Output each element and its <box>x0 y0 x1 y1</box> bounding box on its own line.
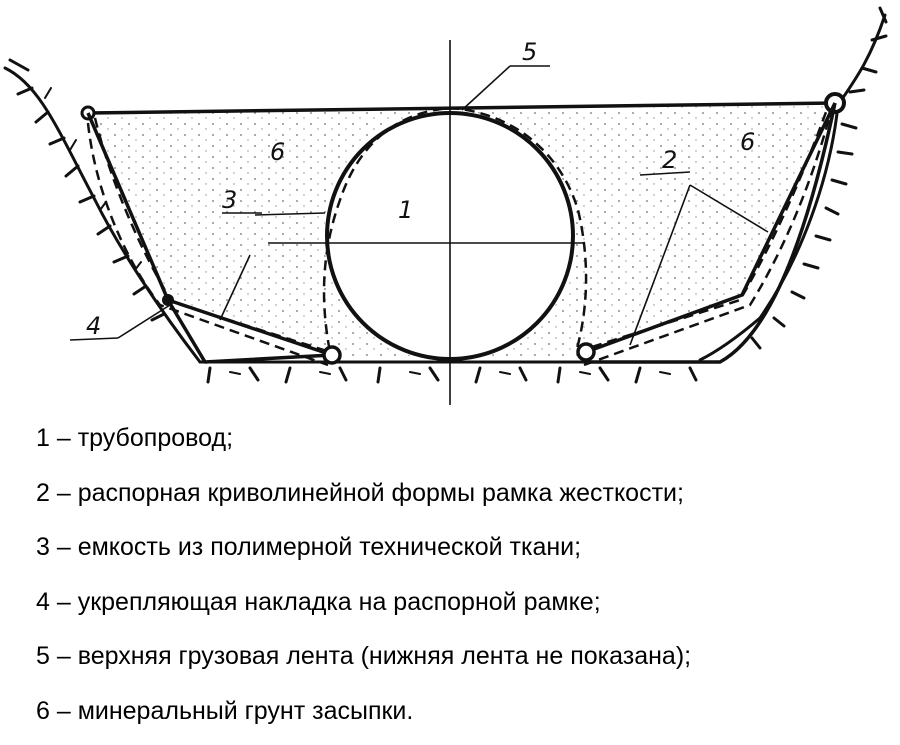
reinforcing-pad <box>162 294 174 306</box>
callout-3: 3 <box>222 186 237 214</box>
legend-item-reinforcing-pad: 4 – укрепляющая накладка на распорной ра… <box>36 582 886 637</box>
trench-bottom <box>200 362 720 382</box>
backfill-soil <box>88 103 835 362</box>
callout-6-right: 6 <box>740 128 755 156</box>
legend-item-load-strap: 5 – верхняя грузовая лента (нижняя лента… <box>36 636 886 691</box>
callout-1: 1 <box>398 196 413 224</box>
callout-2: 2 <box>662 146 677 174</box>
legend: 1 – трубопровод; 2 – распорная криволине… <box>36 418 886 745</box>
legend-item-fabric-container: 3 – емкость из полимерной технической тк… <box>36 527 886 582</box>
callout-6-left: 6 <box>270 138 285 166</box>
legend-item-pipeline: 1 – трубопровод; <box>36 418 886 473</box>
legend-item-backfill-soil: 6 – минеральный грунт засыпки. <box>36 691 886 745</box>
callout-5: 5 <box>522 38 537 66</box>
legend-item-spacer-frame: 2 – распорная криволинейной формы рамка … <box>36 473 886 528</box>
pipeline-cross-section-diagram: 1 2 3 4 5 6 6 <box>0 0 900 410</box>
callout-4: 4 <box>86 312 101 340</box>
